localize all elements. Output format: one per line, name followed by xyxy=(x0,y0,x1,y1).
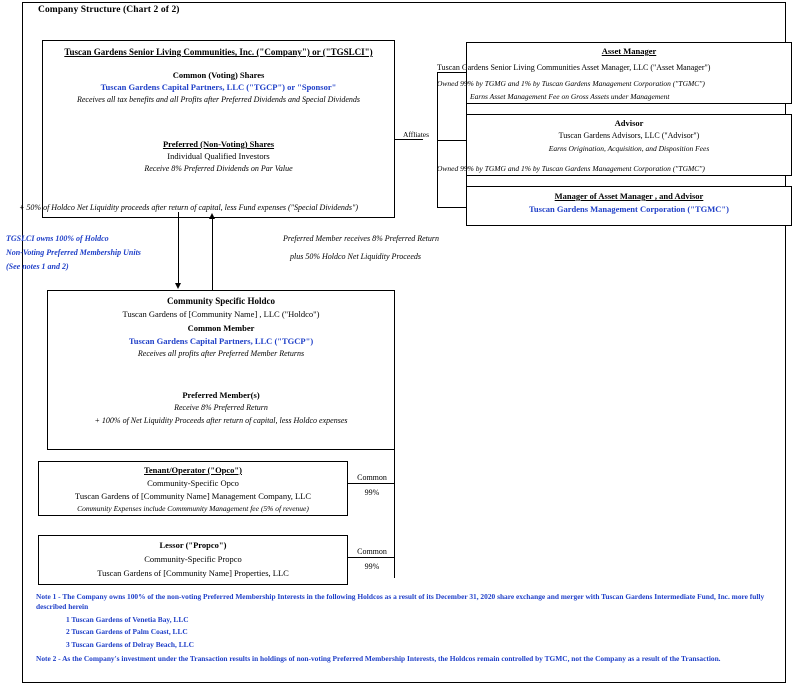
propco-entity: Tuscan Gardens of [Community Name] Prope… xyxy=(97,568,289,578)
document-frame xyxy=(22,2,786,683)
advisor-heading: Advisor xyxy=(614,118,644,128)
right-annotation-line-2: plus 50% Holdco Net Liquidity Proceeds xyxy=(290,252,422,261)
left-annotation-line-3: (See notes 1 and 2) xyxy=(6,262,69,271)
company-preferred-heading: Preferred (Non-Voting) Shares xyxy=(162,139,275,149)
propco-branch-line xyxy=(347,557,395,558)
holdco-entity: Tuscan Gardens of [Community Name] , LLC… xyxy=(122,309,320,319)
asset-manager-heading: Asset Manager xyxy=(601,46,657,56)
company-box: Tuscan Gardens Senior Living Communities… xyxy=(42,40,395,218)
propco-subtitle: Community-Specific Propco xyxy=(144,554,242,564)
advisor-entity: Tuscan Gardens Advisors, LLC ("Advisor") xyxy=(558,131,700,140)
advisor-box: Advisor Tuscan Gardens Advisors, LLC ("A… xyxy=(466,114,792,176)
company-preferred-note-2: + 50% of Holdco Net Liquidity proceeds a… xyxy=(19,203,359,212)
opco-subtitle: Community-Specific Opco xyxy=(147,478,239,488)
page-title: Company Structure (Chart 2 of 2) xyxy=(38,5,180,15)
company-heading: Tuscan Gardens Senior Living Communities… xyxy=(64,47,373,57)
note-1-text: Note 1 - The Company owns 100% of the no… xyxy=(36,592,765,611)
affiliates-branch-asset-manager xyxy=(437,72,466,73)
notes-section: Note 1 - The Company owns 100% of the no… xyxy=(36,592,778,666)
company-preferred-note-1: Receive 8% Preferred Dividends on Par Va… xyxy=(144,164,293,173)
holdco-common-entity: Tuscan Gardens Capital Partners, LLC ("T… xyxy=(128,336,314,346)
right-annotation-line-1: Preferred Member receives 8% Preferred R… xyxy=(283,234,440,243)
holdco-preferred-note-1: Receive 8% Preferred Return xyxy=(174,403,268,412)
advisor-note-2: Owned 99% by TGMG and 1% by Tuscan Garde… xyxy=(437,164,705,173)
opco-ownership-label: Common xyxy=(357,473,387,482)
opco-box: Tenant/Operator ("Opco") Community-Speci… xyxy=(38,461,348,516)
left-annotation-line-1: TGSLCI owns 100% of Holdco xyxy=(6,234,109,243)
propco-ownership-label: Common xyxy=(357,547,387,556)
note-1-item-2: 3 Tuscan Gardens of Delray Beach, LLC xyxy=(66,640,194,650)
opco-entity: Tuscan Gardens of [Community Name] Manag… xyxy=(74,491,312,501)
manager-heading: Manager of Asset Manager , and Advisor xyxy=(554,191,704,201)
opco-heading: Tenant/Operator ("Opco") xyxy=(144,465,242,475)
opco-branch-line xyxy=(347,483,395,484)
affiliates-label: Affliates xyxy=(402,130,430,139)
company-common-note: Receives all tax benefits and all Profit… xyxy=(76,95,361,104)
holdco-to-company-arrow-icon xyxy=(208,213,215,219)
affiliates-inner-bus-line xyxy=(466,104,467,186)
manager-box: Manager of Asset Manager , and Advisor T… xyxy=(466,186,792,226)
advisor-note-1: Earns Origination, Acquisition, and Disp… xyxy=(548,144,710,153)
holdco-to-company-line xyxy=(212,218,213,290)
asset-manager-note-2: Earns Asset Management Fee on Gross Asse… xyxy=(470,92,670,101)
asset-manager-entity: Tuscan Gardens Senior Living Communities… xyxy=(437,63,711,72)
asset-manager-note-1: Owned 99% by TGMG and 1% by Tuscan Garde… xyxy=(437,79,705,88)
company-preferred-entity: Individual Qualified Investors xyxy=(167,151,270,161)
holdco-heading: Community Specific Holdco xyxy=(167,296,275,306)
affiliates-branch-advisor xyxy=(437,140,466,141)
opco-ownership-value: 99% xyxy=(364,488,380,497)
note-1-item-0: 1 Tuscan Gardens of Venetia Bay, LLC xyxy=(66,614,189,624)
propco-box: Lessor ("Propco") Community-Specific Pro… xyxy=(38,535,348,585)
affiliates-bus-line xyxy=(437,72,438,207)
company-common-heading: Common (Voting) Shares xyxy=(172,70,265,80)
company-common-entity: Tuscan Gardens Capital Partners, LLC ("T… xyxy=(100,82,337,92)
propco-ownership-value: 99% xyxy=(364,562,380,571)
holdco-preferred-note-2: + 100% of Net Liquidity Proceeds after r… xyxy=(94,416,348,425)
propco-heading: Lessor ("Propco") xyxy=(159,540,227,550)
holdco-common-heading: Common Member xyxy=(187,323,255,333)
company-to-holdco-arrow-icon xyxy=(174,283,181,289)
left-annotation-line-2: Non-Voting Preferred Membership Units xyxy=(6,248,141,257)
note-2-text: Note 2 - As the Company's investment und… xyxy=(36,653,721,663)
company-to-holdco-line xyxy=(178,212,179,284)
holdco-common-note: Receives all profits after Preferred Mem… xyxy=(137,349,305,358)
holdco-box: Community Specific Holdco Tuscan Gardens… xyxy=(47,290,395,450)
holdco-subsidiary-bus-line xyxy=(394,450,395,578)
affiliates-stub-line xyxy=(395,139,423,140)
affiliates-branch-manager xyxy=(437,207,466,208)
note-1-item-1: 2 Tuscan Gardens of Palm Coast, LLC xyxy=(66,627,188,637)
opco-note: Community Expenses include Commmunity Ma… xyxy=(77,504,309,513)
holdco-preferred-heading: Preferred Member(s) xyxy=(182,390,260,400)
manager-entity: Tuscan Gardens Management Corporation ("… xyxy=(529,204,729,214)
asset-manager-box: Asset Manager xyxy=(466,42,792,104)
